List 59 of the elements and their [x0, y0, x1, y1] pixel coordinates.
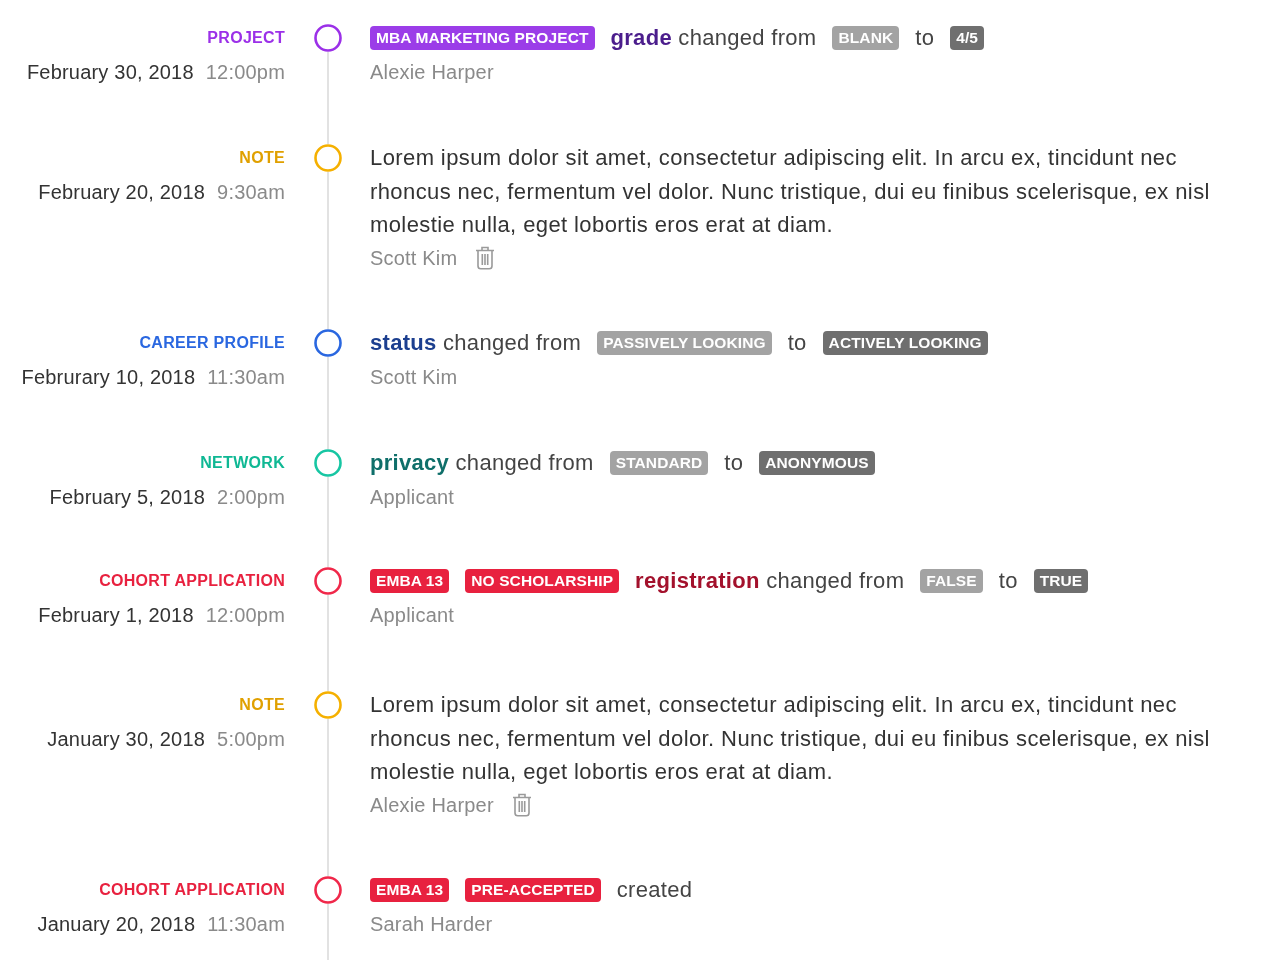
note-text: Lorem ipsum dolor sit amet, consectetur adipiscing elit. In arcu ex, tincidunt nec rhoncus nec, fermentum vel dolor. Nunc tristique, dui eu finibus scelerisque, ex nisl molestie nulla, eget lobortis eros erat at diam. — [370, 144, 1211, 239]
event-time: 5:00pm — [217, 727, 285, 751]
category-label: NETWORK — [200, 453, 285, 473]
event-time: 11:30am — [207, 365, 285, 389]
event-time: 9:30am — [217, 180, 285, 204]
old-value-tag: FALSE — [920, 569, 983, 593]
change-text: created — [616, 876, 693, 904]
timeline-marker — [314, 329, 342, 357]
old-value-tag: PASSIVELY LOOKING — [597, 331, 772, 355]
timeline-marker — [314, 567, 342, 595]
category-label: PROJECT — [207, 28, 285, 48]
event-time: 12:00pm — [205, 60, 285, 84]
cohort-tag: EMBA 13 — [370, 569, 450, 593]
event-time: 11:30am — [207, 912, 285, 936]
new-value-tag: 4/5 — [950, 26, 985, 50]
change-text: privacy changed from — [370, 449, 594, 477]
note-text: Lorem ipsum dolor sit amet, consectetur adipiscing elit. In arcu ex, tincidunt nec rhoncus nec, fermentum vel dolor. Nunc tristique, dui eu finibus scelerisque, ex nisl molestie nulla, eget lobortis eros erat at diam. — [370, 691, 1211, 786]
event-date: January 20, 2018 — [37, 912, 196, 936]
event-time: 12:00pm — [205, 603, 285, 627]
new-value-tag: ANONYMOUS — [759, 451, 875, 475]
change-text: to — [915, 24, 935, 52]
category-label: NOTE — [239, 148, 285, 168]
new-value-tag: ACTIVELY LOOKING — [822, 331, 988, 355]
status-tag: NO SCHOLARSHIP — [465, 569, 620, 593]
new-value-tag: TRUE — [1033, 569, 1089, 593]
timeline-marker — [314, 449, 342, 477]
author-name: Scott Kim — [370, 365, 458, 389]
event-time: 2:00pm — [217, 485, 285, 509]
event-date: February 1, 2018 — [38, 603, 194, 627]
change-text: status changed from — [370, 329, 582, 357]
author-name: Sarah Harder — [370, 912, 493, 936]
status-tag: PRE-ACCEPTED — [465, 878, 601, 902]
change-text: to — [787, 329, 807, 357]
author-name: Applicant — [370, 603, 455, 627]
category-label: COHORT APPLICATION — [99, 880, 285, 900]
event-date: January 30, 2018 — [47, 727, 206, 751]
timeline-marker — [314, 24, 342, 52]
change-text: registration changed from — [635, 567, 905, 595]
timeline-marker — [314, 691, 342, 719]
change-text: to — [998, 567, 1018, 595]
category-label: CAREER PROFILE — [139, 333, 285, 353]
author-name: Scott Kim — [370, 246, 458, 270]
event-date: February 30, 2018 — [26, 60, 194, 84]
timeline-marker — [314, 876, 342, 904]
author-name: Alexie Harper — [370, 60, 494, 84]
change-text: to — [724, 449, 744, 477]
category-label: COHORT APPLICATION — [99, 571, 285, 591]
event-date: February 20, 2018 — [38, 180, 206, 204]
category-label: NOTE — [239, 695, 285, 715]
old-value-tag: STANDARD — [609, 451, 709, 475]
author-name: Applicant — [370, 485, 455, 509]
cohort-tag: EMBA 13 — [370, 878, 450, 902]
category-tag: MBA MARKETING PROJECT — [370, 26, 595, 50]
change-text: grade changed from — [610, 24, 817, 52]
old-value-tag: BLANK — [832, 26, 900, 50]
event-date: February 5, 2018 — [49, 485, 206, 509]
event-date: Februrary 10, 2018 — [21, 365, 196, 389]
author-name: Alexie Harper — [370, 793, 494, 817]
timeline-marker — [314, 144, 342, 172]
